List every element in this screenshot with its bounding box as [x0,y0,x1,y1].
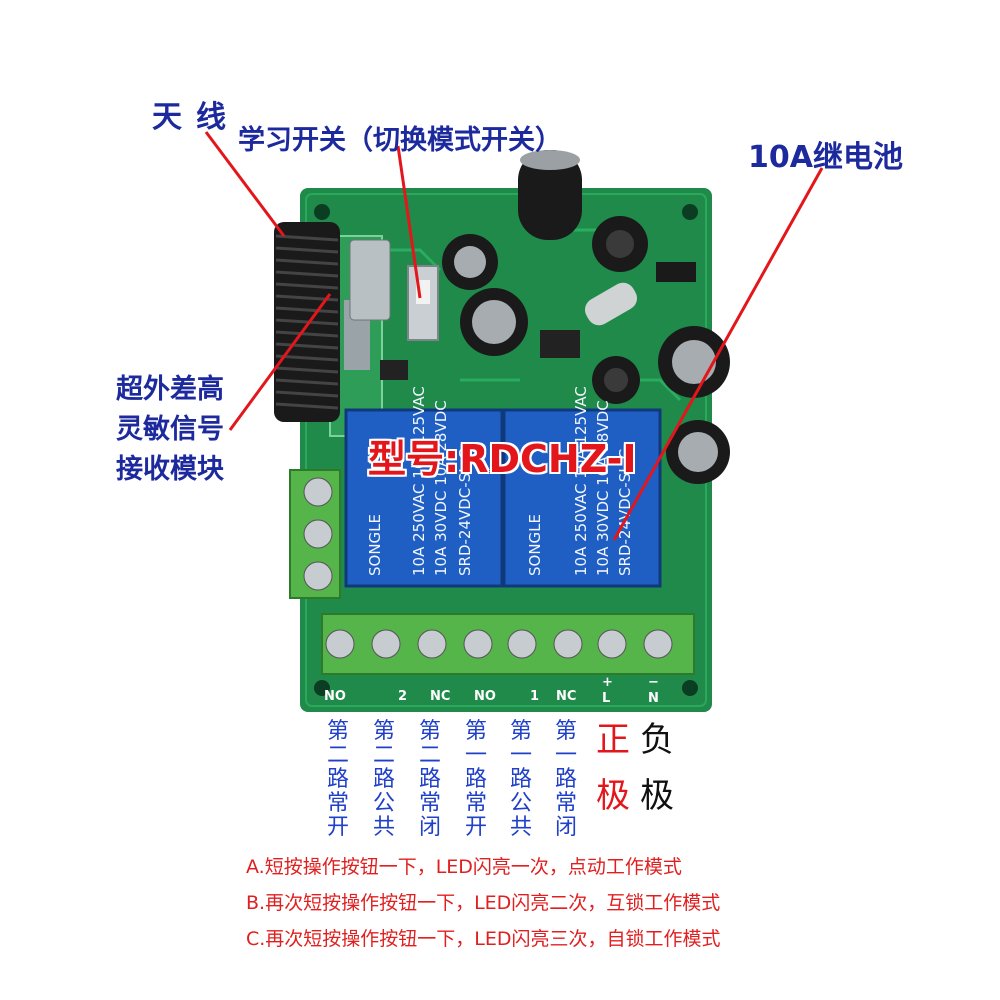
instruction-a: A.短按操作按钮一下，LED闪亮一次，点动工作模式 [246,856,682,878]
module-line-1: 超外差高 [116,374,224,405]
receiver-module-label: 超外差高 灵敏信号 接收模块 [116,370,224,490]
terminal-desc-1-no: 第一路常开 [464,719,487,840]
terminal-desc-2-com: 第二路公共 [372,719,395,840]
module-line-2: 灵敏信号 [116,414,224,445]
svg-text:SRD-24VDC-SL-C: SRD-24VDC-SL-C [456,449,474,576]
silk-minus: − [648,675,659,690]
svg-text:SONGLE: SONGLE [366,514,384,576]
silk-nc-1: NC [556,689,576,704]
silk-1: 1 [530,689,539,704]
learn-switch-label: 学习开关（切换模式开关） [238,125,562,156]
silk-2: 2 [398,689,407,704]
svg-text:10A 250VAC 10A 125VAC: 10A 250VAC 10A 125VAC [410,386,428,576]
svg-text:SRD-24VDC-SL-C: SRD-24VDC-SL-C [616,449,634,576]
relay-2: SONGLE 10A 250VAC 10A 125VAC 10A 30VDC 1… [502,386,662,588]
terminal-desc-2-no: 第二路常开 [326,719,349,840]
model-number: 型号:RDCHZ-I [368,437,637,481]
capacitors [380,150,730,484]
antenna-label: 天线 [152,100,240,135]
terminal-desc-1-com: 第一路公共 [509,719,532,840]
silk-nc-2: NC [430,689,450,704]
bottom-terminal-block [321,613,695,675]
silk-no-1: NO [474,689,496,704]
silk-plus: + [602,675,613,690]
svg-text:10A 250VAC 10A 125VAC: 10A 250VAC 10A 125VAC [572,386,590,576]
svg-text:10A 30VDC 10A 28VDC: 10A 30VDC 10A 28VDC [432,400,450,576]
terminal-desc-1-nc: 第一路常闭 [554,719,577,840]
svg-text:SONGLE: SONGLE [526,514,544,576]
relay-label: 10A继电池 [748,140,903,175]
positive-pole-label: 正极 [596,720,630,816]
antenna-coil [274,222,340,422]
relay-1: SONGLE 10A 250VAC 10A 125VAC 10A 30VDC 1… [344,386,504,588]
module-line-3: 接收模块 [116,454,224,485]
instruction-c: C.再次短按操作按钮一下，LED闪亮三次，自锁工作模式 [246,928,721,950]
callout-lines [204,131,824,541]
silk-no-2: NO [324,689,346,704]
svg-text:10A 30VDC 10A 28VDC: 10A 30VDC 10A 28VDC [594,400,612,576]
silk-n: N [648,691,659,706]
negative-pole-label: 负极 [640,720,674,816]
silk-l: L [602,691,610,706]
instruction-b: B.再次短按操作按钮一下，LED闪亮二次，互锁工作模式 [246,892,721,914]
terminal-desc-2-nc: 第二路常闭 [418,719,441,840]
side-terminal-block [289,469,341,599]
